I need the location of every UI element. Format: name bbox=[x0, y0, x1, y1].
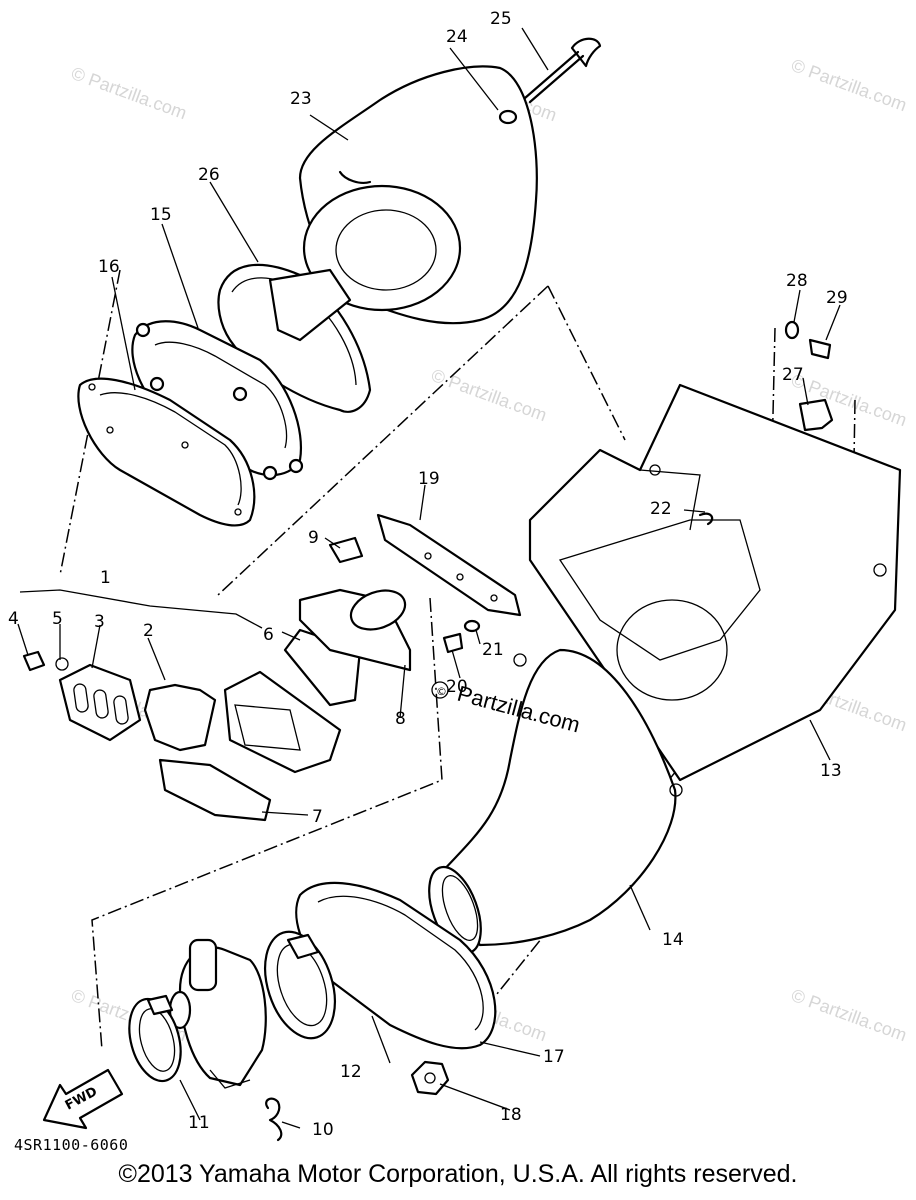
callout-16: 16 bbox=[98, 257, 120, 277]
leader-lines bbox=[17, 27, 841, 1129]
side-plate bbox=[376, 513, 522, 617]
reed-valve-assembly bbox=[22, 536, 412, 822]
nut bbox=[410, 1060, 450, 1096]
air-box-fasteners bbox=[698, 320, 834, 526]
hose-clip bbox=[265, 1097, 283, 1142]
callout-14: 14 bbox=[662, 930, 684, 950]
callout-10: 10 bbox=[312, 1120, 334, 1140]
callout-26: 26 bbox=[198, 165, 220, 185]
callout-17: 17 bbox=[543, 1047, 565, 1067]
callout-12: 12 bbox=[340, 1062, 362, 1082]
callout-1: 1 bbox=[100, 568, 111, 588]
hose-clamp bbox=[264, 930, 336, 1040]
watermark-faint: © Partzilla.com bbox=[429, 365, 550, 425]
callout-22: 22 bbox=[650, 499, 672, 519]
intake-duct bbox=[428, 648, 683, 955]
callout-5: 5 bbox=[52, 609, 63, 629]
callouts: 1 2 3 4 5 6 7 8 9 10 11 12 13 14 15 16 1… bbox=[8, 9, 848, 1140]
callout-21: 21 bbox=[482, 640, 504, 660]
callout-11: 11 bbox=[188, 1113, 210, 1133]
callout-15: 15 bbox=[150, 205, 172, 225]
plate-screws bbox=[442, 619, 481, 654]
callout-13: 13 bbox=[820, 761, 842, 781]
drawing-code: 4SR1100-6060 bbox=[14, 1136, 129, 1154]
carburetor bbox=[168, 938, 267, 1089]
callout-27: 27 bbox=[782, 365, 804, 385]
callout-23: 23 bbox=[290, 89, 312, 109]
watermark-faint: © Partzilla.com bbox=[69, 63, 190, 123]
callout-7: 7 bbox=[312, 807, 323, 827]
air-filter-element bbox=[298, 65, 538, 325]
element-guide bbox=[217, 263, 372, 413]
callout-29: 29 bbox=[826, 288, 848, 308]
filter-bolt bbox=[498, 37, 602, 125]
callout-6: 6 bbox=[263, 625, 274, 645]
copyright-notice: ©2013 Yamaha Motor Corporation, U.S.A. A… bbox=[118, 1160, 798, 1188]
joint-plate bbox=[131, 320, 304, 481]
callout-8: 8 bbox=[395, 709, 406, 729]
gasket bbox=[77, 377, 256, 527]
callout-2: 2 bbox=[143, 621, 154, 641]
callout-25: 25 bbox=[490, 9, 512, 29]
watermark-faint: © Partzilla.com bbox=[789, 985, 910, 1045]
svg-text:©: © bbox=[436, 685, 447, 698]
fwd-arrow: FWD bbox=[42, 1068, 124, 1130]
carb-clamp bbox=[128, 994, 182, 1083]
callout-28: 28 bbox=[786, 271, 808, 291]
callout-19: 19 bbox=[418, 469, 440, 489]
callout-4: 4 bbox=[8, 609, 19, 629]
callout-3: 3 bbox=[94, 612, 105, 632]
callout-18: 18 bbox=[500, 1105, 522, 1125]
callout-24: 24 bbox=[446, 27, 468, 47]
callout-9: 9 bbox=[308, 528, 319, 548]
callout-20: 20 bbox=[446, 677, 468, 697]
watermark-faint: © Partzilla.com bbox=[789, 55, 910, 115]
